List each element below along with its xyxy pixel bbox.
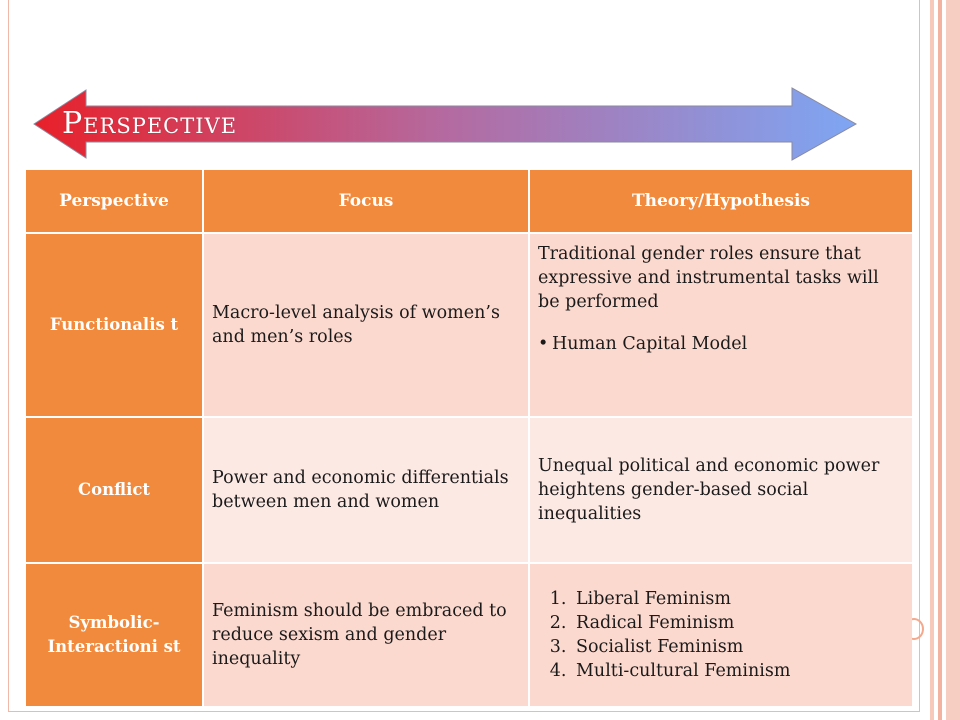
table-row: Conflict Power and economic differential… — [24, 416, 914, 564]
row-header: Functionalis t — [24, 232, 204, 418]
focus-cell: Power and economic differentials between… — [202, 416, 530, 564]
bullet-list: Human Capital Model — [538, 332, 904, 356]
table-header-row: Perspective Focus Theory/Hypothesis — [24, 168, 914, 234]
table-row: Functionalis t Macro-level analysis of w… — [24, 232, 914, 418]
row-header: Symbolic-Interactioni st — [24, 562, 204, 708]
double-arrow-graphic — [30, 86, 860, 162]
title-fragment: T — [64, 80, 74, 90]
column-header: Perspective — [24, 168, 204, 234]
decorative-strip — [930, 0, 934, 720]
table-row: Symbolic-Interactioni st Feminism should… — [24, 562, 914, 708]
column-header: Focus — [202, 168, 530, 234]
column-header: Theory/Hypothesis — [528, 168, 914, 234]
focus-cell: Feminism should be embraced to reduce se… — [202, 562, 530, 708]
list-item: Multi-cultural Feminism — [572, 659, 904, 683]
list-item: Liberal Feminism — [572, 587, 904, 611]
numbered-list: Liberal Feminism Radical Feminism Social… — [538, 587, 904, 683]
theory-text: Traditional gender roles ensure that exp… — [538, 244, 879, 312]
list-item: Socialist Feminism — [572, 635, 904, 659]
slide-frame — [8, 0, 920, 712]
decorative-strip — [946, 0, 960, 720]
row-header: Conflict — [24, 416, 204, 564]
list-item: Human Capital Model — [552, 332, 904, 356]
perspectives-table: Perspective Focus Theory/Hypothesis Func… — [24, 168, 914, 708]
decorative-circle — [912, 618, 924, 640]
theory-cell: Liberal Feminism Radical Feminism Social… — [528, 562, 914, 708]
decorative-strip — [938, 0, 942, 720]
slide-title: Perspective — [62, 106, 238, 141]
focus-cell: Macro-level analysis of women’s and men’… — [202, 232, 530, 418]
theory-cell: Unequal political and economic power hei… — [528, 416, 914, 564]
theory-cell: Traditional gender roles ensure that exp… — [528, 232, 914, 418]
list-item: Radical Feminism — [572, 611, 904, 635]
